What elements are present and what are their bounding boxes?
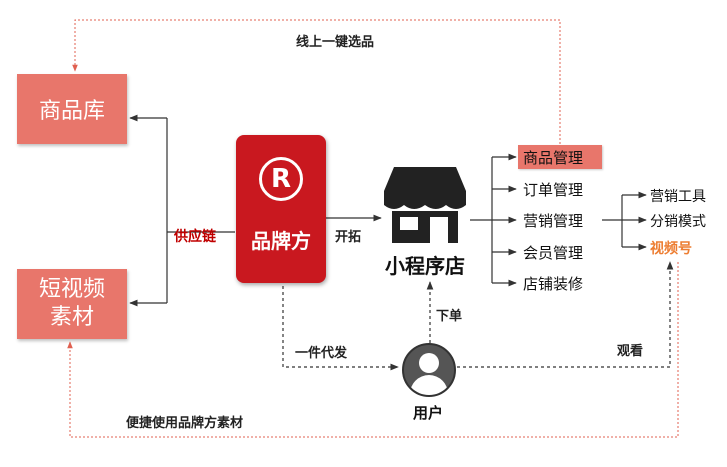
logo-letter: R <box>270 164 292 194</box>
watch-arrow <box>457 261 674 368</box>
management-item-decoration[interactable]: 店铺装修 <box>523 275 584 293</box>
watch-label: 观看 <box>617 344 644 359</box>
management-item-marketing[interactable]: 营销管理 <box>523 212 584 230</box>
use-material-arrow <box>67 262 679 438</box>
registered-logo-icon: R <box>259 157 303 201</box>
supply-chain-connector <box>129 114 235 307</box>
product-library-label: 商品库 <box>38 99 105 124</box>
order-label: 下单 <box>436 309 463 324</box>
online-select-label: 线上一键选品 <box>296 35 375 50</box>
short-video-material-box[interactable]: 短视频 素材 <box>17 269 127 339</box>
short-video-label: 短视频 <box>38 277 105 302</box>
brand-label: 品牌方 <box>251 229 311 253</box>
video-channel-item[interactable]: 视频号 <box>650 241 692 257</box>
product-management-highlight <box>518 145 602 169</box>
use-material-label: 便捷使用品牌方素材 <box>126 416 244 431</box>
management-item-member[interactable]: 会员管理 <box>523 244 584 262</box>
product-library-box[interactable]: 商品库 <box>17 74 127 144</box>
marketing-connector <box>602 191 647 251</box>
marketing-tools-item[interactable]: 营销工具 <box>650 189 706 205</box>
storefront-icon <box>384 167 466 243</box>
material-label: 素材 <box>49 305 94 330</box>
expand-label: 开拓 <box>335 230 362 245</box>
brand-box[interactable]: R 品牌方 <box>236 135 326 283</box>
dropship-label: 一件代发 <box>295 346 348 361</box>
store-label: 小程序店 <box>385 254 465 278</box>
user-label: 用户 <box>412 404 443 422</box>
user-avatar-icon <box>402 343 456 397</box>
management-connector <box>470 153 517 287</box>
management-item-product[interactable]: 商品管理 <box>523 149 584 167</box>
online-select-arrow <box>72 19 561 144</box>
management-item-order[interactable]: 订单管理 <box>523 181 584 199</box>
dropship-arrow <box>282 286 399 371</box>
supply-chain-label: 供应链 <box>174 229 216 245</box>
distribution-mode-item[interactable]: 分销模式 <box>650 214 706 230</box>
